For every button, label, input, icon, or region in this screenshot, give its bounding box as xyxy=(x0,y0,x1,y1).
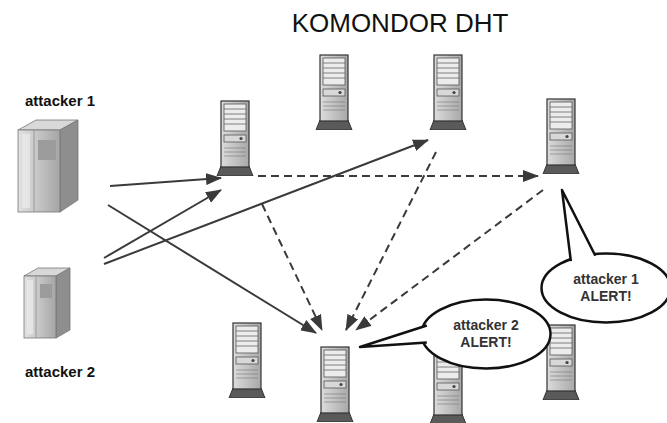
bubble-body xyxy=(542,254,667,323)
server-icon xyxy=(316,55,352,130)
attacker-machine xyxy=(24,268,70,338)
bubble-tail xyxy=(562,190,595,261)
attack-arrow xyxy=(104,140,428,264)
alert-text: attacker 1 ALERT! xyxy=(558,271,654,305)
bubble-body xyxy=(422,300,551,369)
attacker-label: attacker 2 xyxy=(25,363,95,380)
server-icon xyxy=(217,101,253,176)
attack-arrows xyxy=(104,140,428,333)
server-icon xyxy=(317,347,353,422)
attacker-node: attacker 2 xyxy=(8,262,112,380)
attacker-label: attacker 1 xyxy=(25,92,95,109)
dht-message xyxy=(258,175,538,177)
dht-message xyxy=(262,204,322,330)
alert-bubble: attacker 2 ALERT! xyxy=(420,298,552,370)
alert-text: attacker 2 ALERT! xyxy=(438,317,534,351)
attack-arrow xyxy=(104,190,221,258)
attacker-machine xyxy=(18,120,78,212)
server-icon xyxy=(430,55,466,130)
server-icons xyxy=(217,55,579,423)
server-icon xyxy=(543,99,579,174)
server-icon xyxy=(229,323,265,398)
attack-arrow xyxy=(108,205,316,333)
alert-bubble: attacker 1 ALERT! xyxy=(540,252,667,324)
bubble-tail xyxy=(360,326,427,347)
title: KOMONDOR DHT xyxy=(250,8,550,39)
attack-arrow xyxy=(110,178,221,186)
attacker-node: attacker 1 xyxy=(8,92,112,216)
